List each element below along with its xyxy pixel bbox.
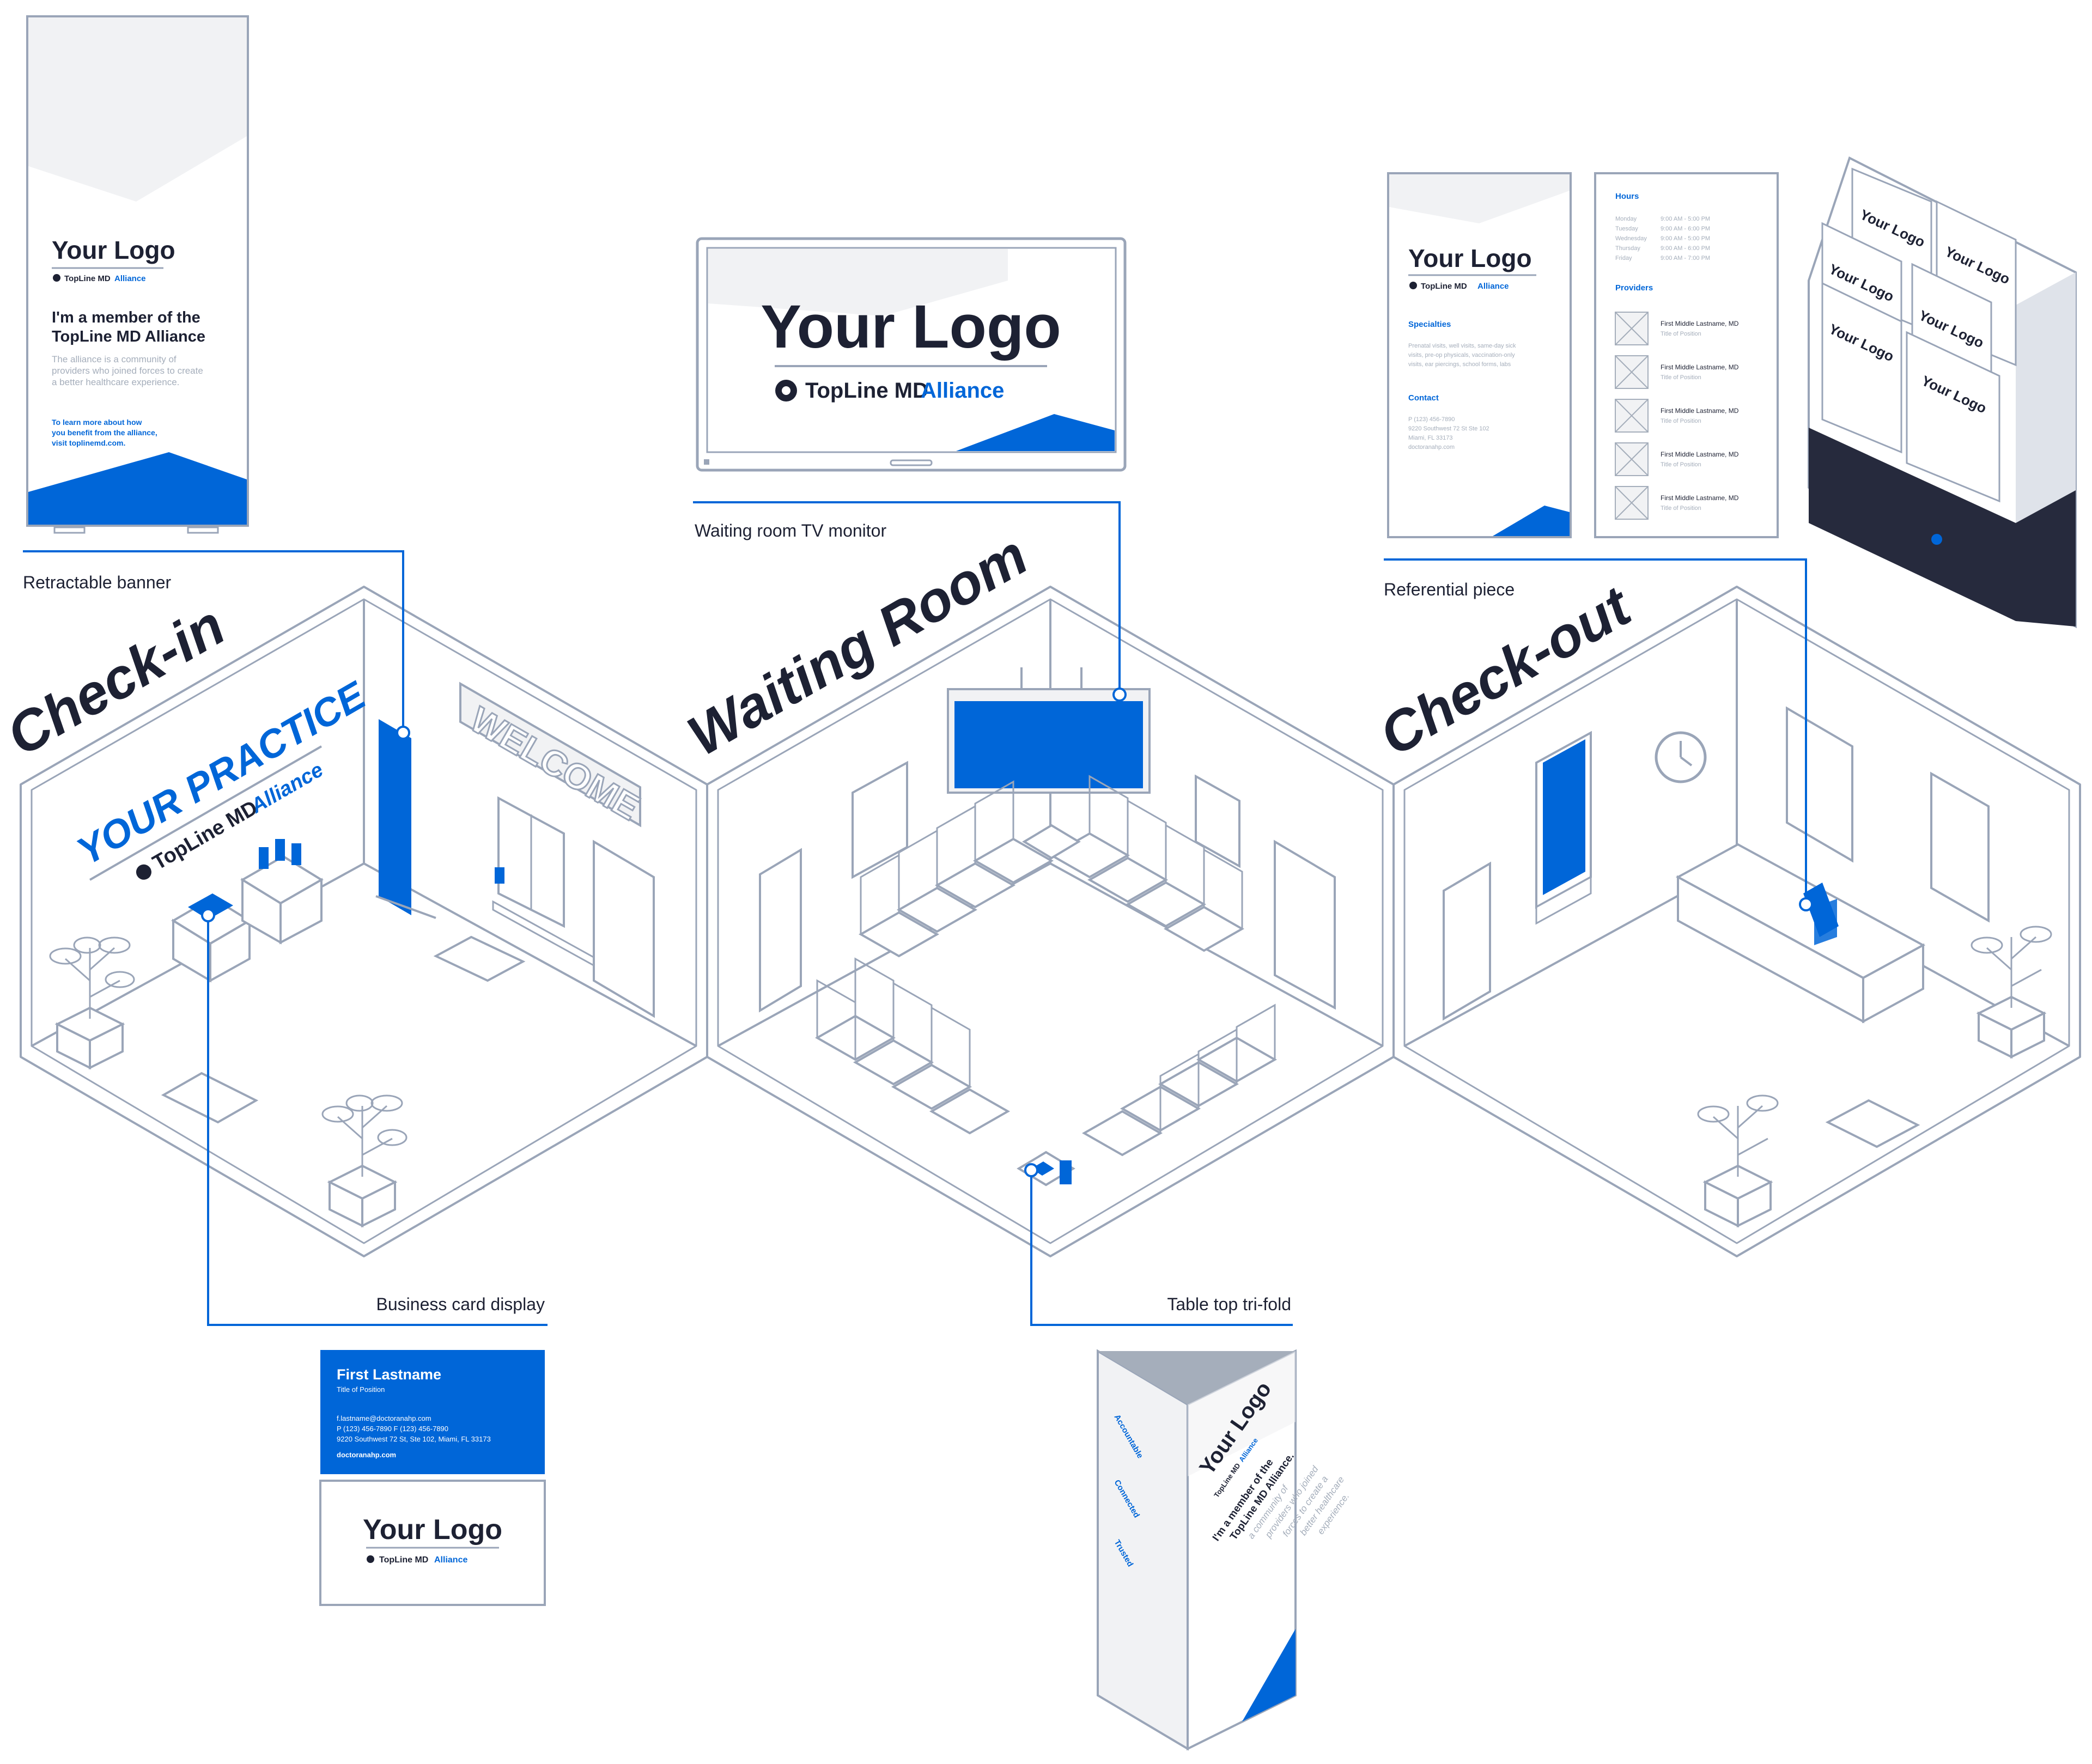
provider-name: First Middle Lastname, MD [1661,363,1739,371]
callout-retractable-banner: Retractable banner [23,573,172,592]
provider-name: First Middle Lastname, MD [1661,320,1739,327]
hours-day: Monday [1615,216,1637,222]
banner-heading-1: I'm a member of the [52,309,200,326]
specialties-line-1: Prenatal visits, well visits, same-day s… [1408,343,1516,349]
provider-name: First Middle Lastname, MD [1661,451,1739,458]
checkout-furnishings [1443,706,2052,1228]
card-email: f.lastname@doctoranahp.com [337,1414,431,1422]
hours-title: Hours [1615,192,1639,201]
banner-cta-2: you benefit from the alliance, [52,428,157,437]
provider-role: Title of Position [1661,505,1701,512]
chair-rows [814,824,1278,1187]
card-alliance-b: Alliance [434,1555,467,1565]
tv-logo: Your Logo [761,293,1061,361]
referential-front: Your Logo TopLine MD Alliance Specialtie… [1387,172,1572,538]
specialties-line-2: visits, pre-op physicals, vaccination-on… [1408,352,1515,358]
hours-time: 9:00 AM - 5:00 PM [1661,216,1710,222]
hours-day: Friday [1615,255,1632,261]
tri-fold: Accountable Connected Trusted Your Logo … [1097,1349,1351,1751]
business-card: First Lastname Title of Position f.lastn… [319,1350,546,1606]
callout-leaders [23,501,1807,1326]
retractable-banner: Your Logo TopLine MD Alliance I'm a memb… [26,15,249,534]
card-logo: Your Logo [363,1514,502,1546]
referential-alliance-a: TopLine MD [1421,282,1467,291]
rooms-outline [20,586,2081,1257]
banner-alliance-b: Alliance [114,274,146,283]
contact-line-3: Miami, FL 33173 [1408,435,1453,441]
tv-in-room [954,701,1143,788]
welcome-sign-text: WELCOME [464,699,646,828]
banner-in-room [379,719,411,915]
card-back [319,1480,546,1606]
provider-role: Title of Position [1661,461,1701,468]
provider-role: Title of Position [1661,374,1701,381]
providers-list: First Middle Lastname, MD Title of Posit… [1615,312,1739,520]
hours-day: Tuesday [1615,226,1638,232]
wall-sign-alliance-mark [136,864,151,880]
referential-back: Hours Monday 9:00 AM - 5:00 PM Tuesday 9… [1594,172,1779,538]
card-front [320,1350,545,1474]
callout-tri-fold: Table top tri-fold [1167,1294,1291,1314]
providers-title: Providers [1615,283,1653,293]
referential-logo: Your Logo [1408,244,1532,272]
referential-alliance-b: Alliance [1477,282,1509,291]
hours-time: 9:00 AM - 6:00 PM [1661,226,1710,232]
provider-role: Title of Position [1661,331,1701,337]
card-name: First Lastname [337,1366,441,1383]
card-title: Title of Position [337,1385,385,1394]
tv-alliance-a: TopLine MD [805,379,928,403]
contact-line-1: P (123) 456-7890 [1408,416,1455,423]
brochure-rack: Your Logo Your Logo Your Logo Your Logo … [1808,156,2077,629]
checkin-furnishings: YOUR PRACTICE TopLine MD Alliance WELCOM… [49,673,655,1228]
provider-name: First Middle Lastname, MD [1661,407,1739,415]
banner-cta-3: visit toplinemd.com. [52,439,125,447]
hours-day: Thursday [1615,245,1640,252]
contact-line-2: 9220 Southwest 72 St Ste 102 [1408,425,1489,432]
provider-name: First Middle Lastname, MD [1661,494,1739,502]
hours-time: 9:00 AM - 6:00 PM [1661,245,1710,252]
banner-alliance-a: TopLine MD [64,274,111,283]
banner-body-3: a better healthcare experience. [52,377,179,387]
hours-list: Monday 9:00 AM - 5:00 PM Tuesday 9:00 AM… [1615,216,1710,261]
callout-tv-monitor: Waiting room TV monitor [695,521,886,540]
card-phones: P (123) 456-7890 F (123) 456-7890 [337,1425,448,1433]
card-address: 9220 Southwest 72 St, Ste 102, Miami, FL… [337,1435,491,1443]
hours-time: 9:00 AM - 5:00 PM [1661,235,1710,242]
tv-alliance-b: Alliance [921,379,1004,403]
hours-day: Wednesday [1615,235,1647,242]
callout-business-card: Business card display [376,1294,545,1314]
specialties-title: Specialties [1408,320,1451,329]
welcome-sign-board [459,682,641,828]
specialties-line-3: visits, ear piercings, school forms, lab… [1408,361,1511,368]
card-alliance-a: TopLine MD [379,1555,428,1565]
hours-time: 9:00 AM - 7:00 PM [1661,255,1710,261]
contact-line-4: doctoranahp.com [1408,444,1455,451]
callout-referential-piece: Referential piece [1384,580,1515,599]
provider-role: Title of Position [1661,418,1701,424]
banner-cta-1: To learn more about how [52,418,142,427]
room-title-checkout: Check-out [1370,574,1643,768]
card-web: doctoranahp.com [337,1451,396,1459]
waiting-furnishings [759,667,1336,1187]
tv-monitor: Your Logo TopLine MD Alliance [696,237,1127,472]
contact-title: Contact [1408,393,1439,403]
banner-body-1: The alliance is a community of [52,354,177,364]
banner-body-2: providers who joined forces to create [52,366,203,376]
banner-heading-2: TopLine MD Alliance [52,328,205,345]
banner-logo: Your Logo [52,236,175,264]
